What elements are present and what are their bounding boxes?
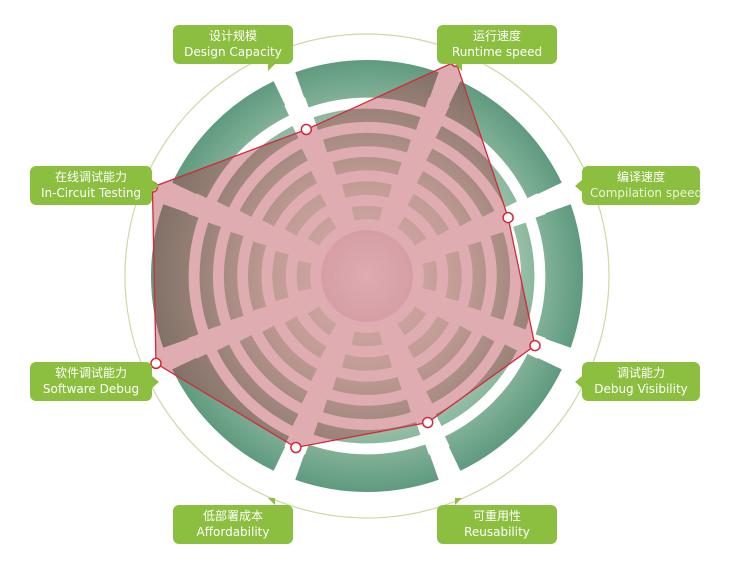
radar-band-segment (248, 241, 267, 311)
radar-band-segment (262, 171, 318, 227)
radar-band-segment (272, 250, 289, 302)
radar-band-segment (435, 126, 517, 208)
data-point (421, 416, 434, 429)
axis-label-debug-visibility: 调试能力 Debug Visibility (575, 362, 700, 401)
radar-band-segment (448, 81, 562, 195)
radar-band-segment (422, 260, 438, 292)
radar-band-segment (223, 232, 244, 320)
radar-band-segment (304, 444, 430, 468)
axis-label-compilation-speed: 编译速度 Compilation speed (575, 166, 702, 205)
radar-band-segment (351, 205, 383, 221)
radar-band-segment (416, 325, 472, 381)
radar-band-segment (172, 357, 286, 471)
radar-band-segment (313, 422, 421, 444)
radar-band-segment (172, 81, 286, 195)
radar-band-segment (307, 306, 337, 336)
radar-center (321, 230, 413, 322)
axis-label-design-capacity: 设计规模 Design Capacity (173, 25, 293, 71)
radar-band-segment (239, 335, 308, 404)
radar-band-segment (323, 132, 411, 153)
radar-band-segment (490, 232, 511, 320)
radar-band-segment (175, 213, 199, 339)
axis-label-in-circuit-testing: 在线调试能力 In-Circuit Testing (30, 166, 159, 205)
radar-band-segment (150, 204, 189, 348)
radar-band-segment (397, 216, 427, 246)
radar-band-segment (444, 353, 540, 449)
radar-band-segment (407, 193, 450, 236)
radar-band-segment (284, 193, 327, 236)
data-point (150, 357, 162, 370)
radar-band-segment (217, 126, 299, 208)
axis-label-runtime-speed: 运行速度 Runtime speed (437, 25, 557, 71)
radar-band-segment (513, 222, 535, 330)
radar-band-segment (535, 213, 559, 339)
radar-band-segment (341, 181, 393, 198)
radar-band-segment (239, 148, 308, 217)
data-point (290, 441, 302, 454)
radar-band-segment (467, 241, 486, 311)
radar-band-segment (332, 157, 402, 176)
data-point (502, 211, 514, 224)
radar-band-segment (307, 216, 337, 246)
radar-band-segment (407, 316, 450, 359)
radar-band-segment (199, 222, 221, 330)
radar-band-segment (295, 60, 439, 98)
radar-band-segment (332, 376, 402, 395)
radar-band-segment (416, 171, 472, 227)
radar-band-segment (284, 316, 327, 359)
radar-band-segment (435, 344, 517, 426)
axis-label-software-debug: 软件调试能力 Software Debug (30, 362, 159, 401)
radar-bands (150, 60, 583, 492)
radar-band-segment (296, 260, 312, 292)
radar-band-segment (426, 148, 495, 217)
data-point (529, 339, 541, 352)
radar-band-segment (448, 357, 562, 471)
radar-band-segment (323, 399, 411, 420)
outer-ring (124, 33, 610, 519)
radar-band-segment (194, 103, 290, 199)
radar-band-segment (545, 204, 583, 348)
radar-band-segment (351, 331, 383, 347)
data-point (300, 123, 313, 136)
radar-band-segment (295, 454, 439, 492)
radar-band-segment (304, 84, 430, 108)
radar-band-segment (217, 344, 299, 426)
axis-label-reusability: 可重用性 Reusability (437, 498, 557, 544)
radar-band-segment (445, 250, 462, 302)
radar-band-segment (262, 325, 318, 381)
radar-band-segment (397, 306, 427, 336)
radar-band-segment (426, 335, 495, 404)
radar-band-segment (444, 103, 540, 199)
radar-band-segment (194, 353, 290, 449)
radar-band-segment (341, 354, 393, 371)
axis-label-affordability: 低部署成本 Affordability (173, 498, 293, 544)
